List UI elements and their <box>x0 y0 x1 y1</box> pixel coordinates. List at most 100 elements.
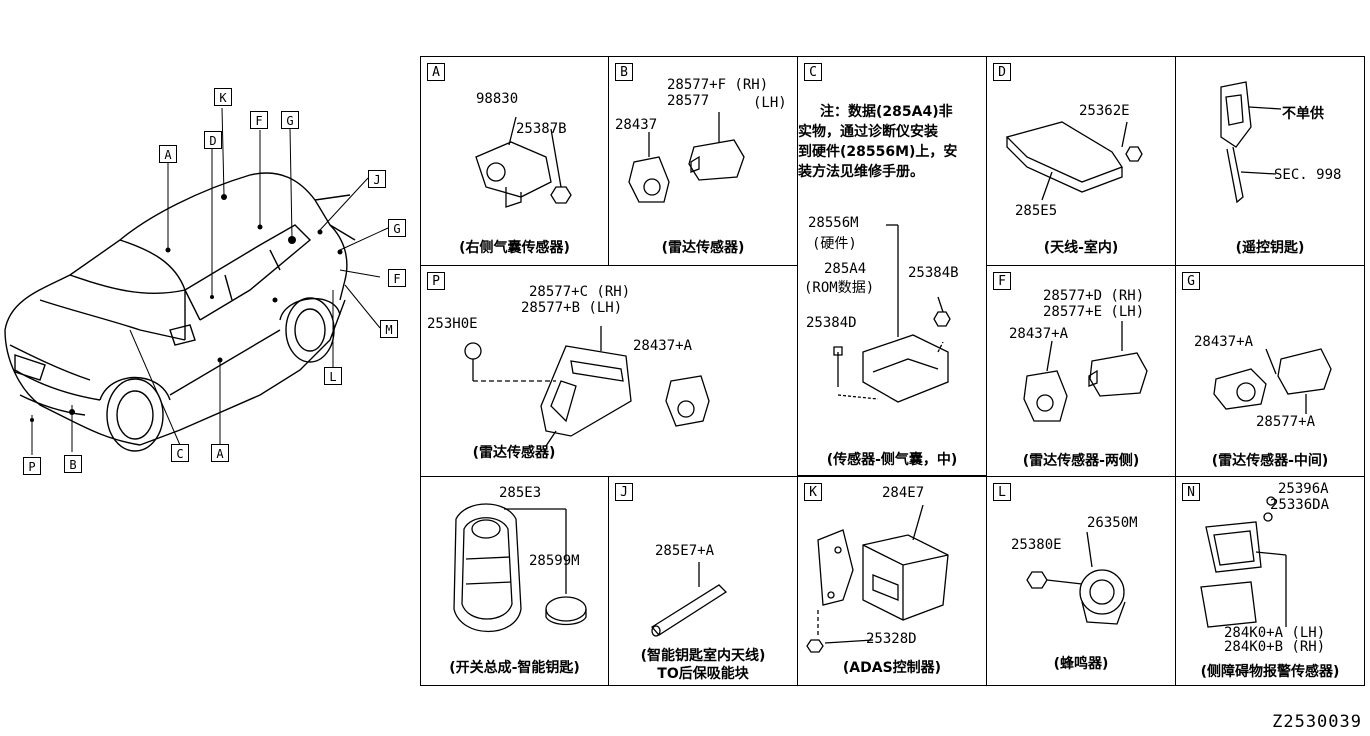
vehicle-tag-d: D <box>204 131 222 149</box>
panel-caption: (右侧气囊传感器) <box>459 240 570 256</box>
panel-letter: D <box>993 63 1011 81</box>
vehicle-tag-a: A <box>159 145 177 163</box>
vehicle-tag-l: L <box>324 367 342 385</box>
part-number: 28577+C (RH) <box>529 284 631 300</box>
panel-smart-key: 285E3 28599M (开关总成-智能钥匙) <box>420 476 609 686</box>
part-label: (ROM数据) <box>804 280 875 296</box>
panel-caption: (遥控钥匙) <box>1235 240 1305 256</box>
part-number: 25328D <box>866 631 917 647</box>
radar-bracket-drawing <box>464 326 710 447</box>
part-number: 28437 <box>615 117 658 133</box>
panel-caption: (ADAS控制器) <box>842 660 942 676</box>
panel-caption: (蜂鸣器) <box>1053 656 1109 672</box>
part-number: 28599M <box>529 553 580 569</box>
panel-k: K 284E7 25328D (ADAS控制器) <box>797 476 987 686</box>
vehicle-tag-k: K <box>214 88 232 106</box>
part-number: 98830 <box>476 91 519 107</box>
vehicle-tag-f-2: F <box>388 269 406 287</box>
panel-caption: (智能钥匙室内天线) <box>640 648 766 664</box>
parts-grid: A 98830 25387B (右侧气囊传感器) B 28577+F (RH) … <box>420 56 1365 686</box>
side-airbag-sensor-drawing <box>833 224 951 403</box>
panel-letter: A <box>427 63 445 81</box>
vehicle-tag-b: B <box>64 455 82 473</box>
antenna-interior-drawing <box>1005 121 1143 201</box>
panel-letter: K <box>804 483 822 501</box>
panel-remote-key: 不单供 SEC. 998 (遥控钥匙) <box>1175 56 1365 266</box>
panel-letter: P <box>427 272 445 290</box>
remote-key-drawing <box>1220 81 1282 204</box>
part-number: 284E7 <box>882 485 925 501</box>
part-number: 25396A <box>1278 481 1329 497</box>
part-number: 28437+A <box>1009 326 1069 342</box>
vehicle-tag-m: M <box>380 320 398 338</box>
vehicle-tag-j: J <box>368 170 386 188</box>
panel-c: C 注：数据(285A4)非 实物，通过诊断仪安装 到硬件(28556M)上，安… <box>797 56 987 476</box>
panel-letter: N <box>1182 483 1200 501</box>
vehicle-tag-p: P <box>23 457 41 475</box>
panel-caption: (传感器-侧气囊，中) <box>826 452 958 468</box>
part-number: 28556M <box>808 215 859 231</box>
radar-sensor-drawing <box>628 112 745 203</box>
panel-letter: C <box>804 63 822 81</box>
panel-letter: J <box>615 483 633 501</box>
panel-g: G 28437+A 28577+A (雷达传感器-中间) <box>1175 265 1365 477</box>
airbag-sensor-drawing <box>475 116 572 208</box>
buzzer-drawing <box>1026 531 1126 625</box>
note-line: 实物，通过诊断仪安装 <box>798 124 938 140</box>
vehicle-tag-g-2: G <box>388 219 406 237</box>
vehicle-illustration <box>4 107 389 455</box>
panel-caption: (开关总成-智能钥匙) <box>449 660 580 676</box>
part-number: 28577+D (RH) <box>1043 288 1145 304</box>
panel-j: J 285E7+A (智能钥匙室内天线) TO后保吸能块 <box>608 476 798 686</box>
panel-caption: (侧障碍物报警传感器) <box>1200 664 1340 680</box>
panel-p: P 28577+C (RH) 28577+B (LH) 253H0E 28437… <box>420 265 798 477</box>
part-number: 25380E <box>1011 537 1062 553</box>
part-number: 28577+B (LH) <box>521 300 623 316</box>
panel-caption-2: TO后保吸能块 <box>657 666 749 682</box>
part-number: 25384B <box>908 265 959 281</box>
part-number: SEC. 998 <box>1274 167 1342 183</box>
part-number: 28437+A <box>633 338 693 354</box>
part-number: 285A4 <box>824 261 867 277</box>
vehicle-tag-f: F <box>250 111 268 129</box>
panel-caption: (雷达传感器) <box>472 445 556 461</box>
part-number: 25387B <box>516 121 567 137</box>
part-number: 285E5 <box>1015 203 1058 219</box>
part-number: 25362E <box>1079 103 1130 119</box>
panel-a: A 98830 25387B (右侧气囊传感器) <box>420 56 609 266</box>
interior-antenna-drawing <box>651 562 728 637</box>
panel-caption: (雷达传感器-两侧) <box>1022 453 1140 469</box>
vehicle-tag-c: C <box>171 444 189 462</box>
smart-key-drawing <box>453 503 587 632</box>
part-number: 285E3 <box>499 485 542 501</box>
part-label: (硬件) <box>812 236 857 252</box>
vehicle-tag-g: G <box>281 111 299 129</box>
part-number: 25384D <box>806 315 857 331</box>
part-number: 253H0E <box>427 316 478 332</box>
vehicle-tag-a-2: A <box>211 444 229 462</box>
panel-letter: F <box>993 272 1011 290</box>
panel-n: N 25396A 25336DA 284K0+A (LH) 284K0+B (R… <box>1175 476 1365 686</box>
part-number: 28577+E (LH) <box>1043 304 1145 320</box>
panel-l: L 26350M 25380E (蜂鸣器) <box>986 476 1176 686</box>
note-line: 装方法见维修手册。 <box>798 164 924 180</box>
panel-caption: (天线-室内) <box>1043 240 1119 256</box>
part-number: 28577+F (RH) <box>667 77 769 93</box>
panel-caption: (雷达传感器) <box>661 240 745 256</box>
panel-caption: (雷达传感器-中间) <box>1211 453 1329 469</box>
diagram-code: Z2530039 <box>1272 712 1362 732</box>
panel-f: F 28577+D (RH) 28577+E (LH) 28437+A (雷达传… <box>986 265 1176 477</box>
panel-d: D 25362E 285E5 (天线-室内) <box>986 56 1176 266</box>
part-number: 284K0+B (RH) <box>1224 639 1326 655</box>
part-number: 28577+A <box>1256 414 1316 430</box>
side-obstacle-sensor-drawing <box>1200 496 1287 628</box>
part-number: 26350M <box>1087 515 1138 531</box>
part-number: 25336DA <box>1270 497 1330 513</box>
panel-letter: L <box>993 483 1011 501</box>
panel-letter: G <box>1182 272 1200 290</box>
part-number: 28577 <box>667 93 710 109</box>
panel-letter: B <box>615 63 633 81</box>
part-label: 不单供 <box>1282 106 1324 122</box>
adas-controller-drawing <box>806 504 949 653</box>
radar-both-sides-drawing <box>1023 321 1148 422</box>
